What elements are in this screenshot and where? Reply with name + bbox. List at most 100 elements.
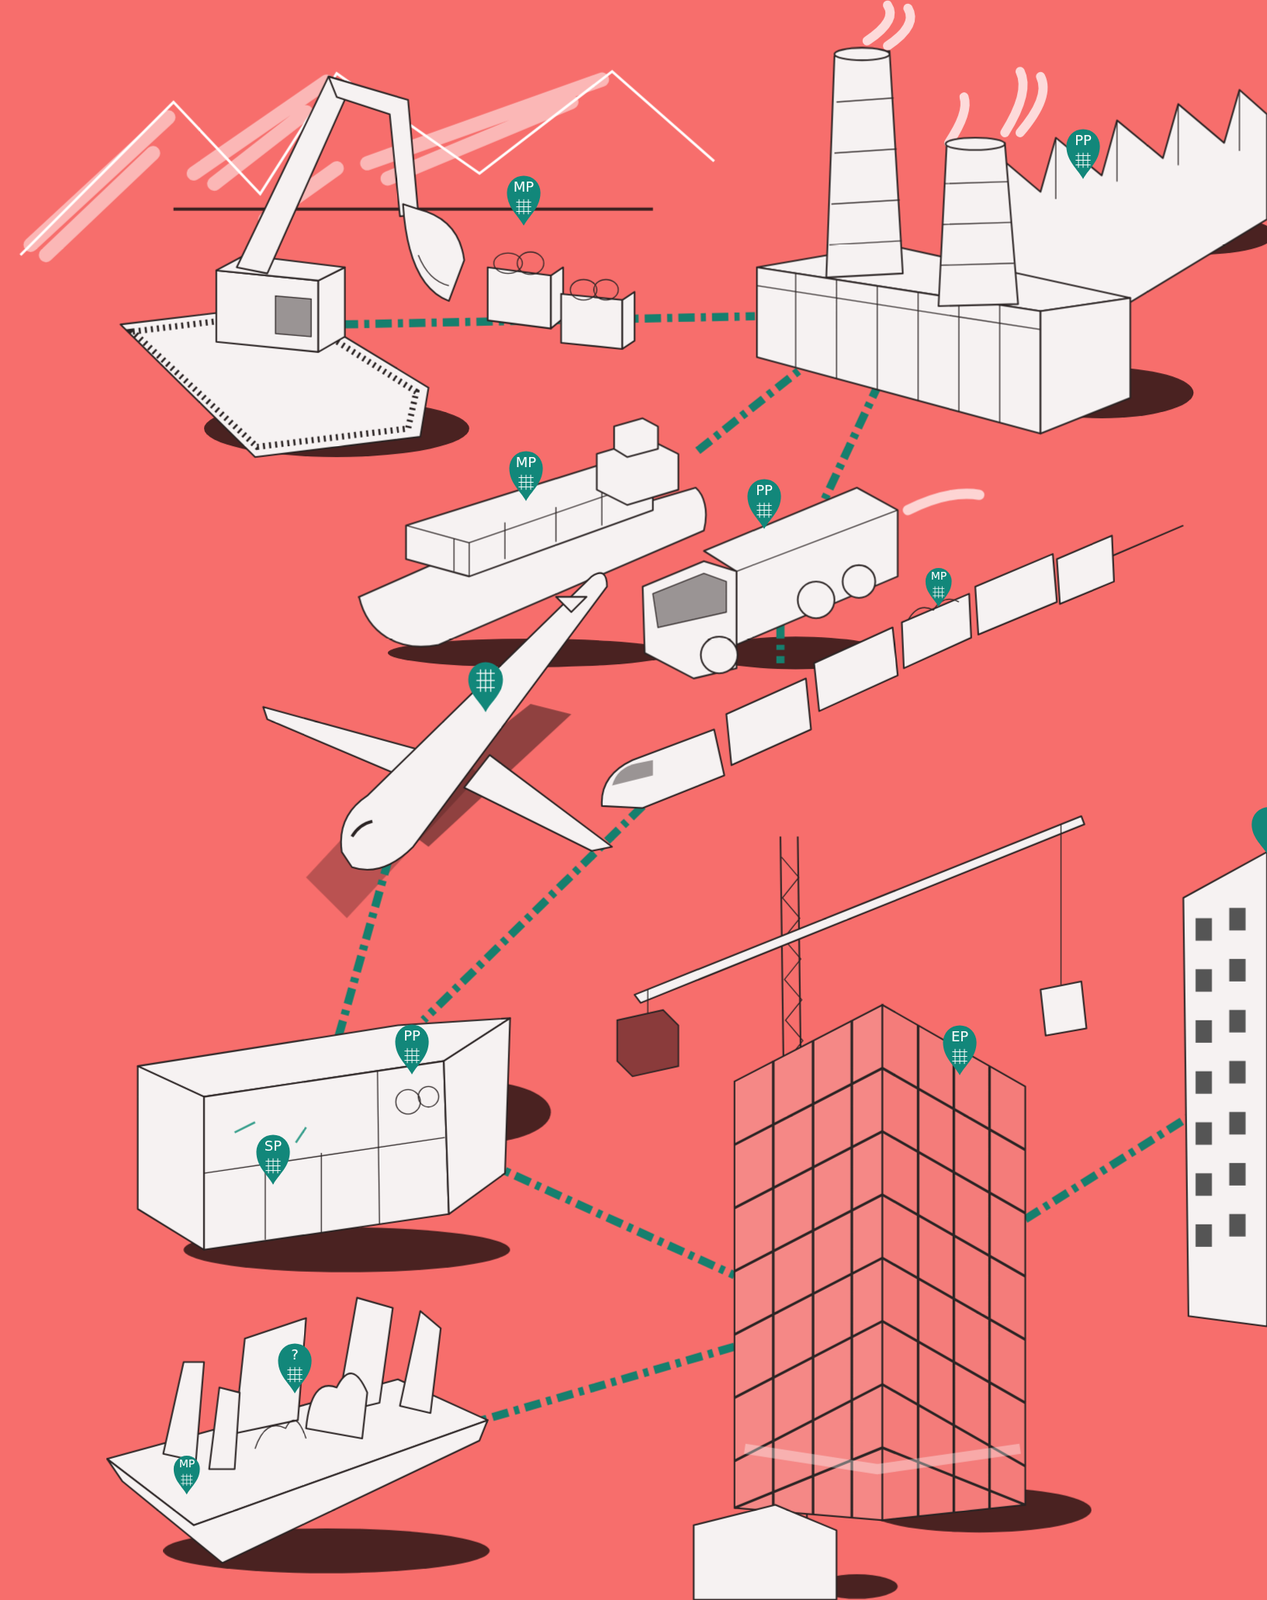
factory-part [938, 142, 1019, 306]
airplane-part [341, 572, 608, 869]
plain-markers-part [476, 669, 496, 693]
train-part [813, 627, 898, 712]
warehouse-part [418, 1086, 439, 1107]
train-part [907, 598, 959, 620]
factory-part [834, 48, 890, 61]
dashed-routes-part [453, 1346, 735, 1429]
marker-code: MP [924, 570, 953, 582]
airplane-part [556, 596, 587, 613]
crane-part [616, 1010, 679, 1077]
grid-icon [951, 1048, 967, 1064]
factory [757, 5, 1267, 434]
material-boxes-part [622, 291, 635, 350]
marker-code: PP [393, 1028, 431, 1044]
excavator [120, 76, 464, 457]
building-under-construction-part [693, 1504, 837, 1600]
train-part [975, 553, 1057, 635]
warehouse [137, 1017, 510, 1250]
neighbour-building-part [1195, 907, 1246, 1247]
material-boxes-part [487, 266, 551, 329]
warehouse-part [395, 1089, 421, 1115]
material-boxes [487, 252, 634, 350]
skip-container-part [399, 1311, 441, 1413]
factory-part [940, 181, 1015, 266]
grid-icon [265, 1158, 281, 1174]
excavator-part [328, 76, 419, 217]
plain-markers-part [467, 661, 503, 712]
train-part [1056, 535, 1115, 604]
dashed-routes-part [423, 806, 644, 1021]
factory-part [826, 51, 904, 278]
container-ship-part [614, 418, 659, 457]
train-part [612, 760, 654, 786]
marker-code: ? [276, 1346, 314, 1363]
excavator-part [275, 295, 312, 337]
location-marker: PP [1064, 127, 1102, 181]
plain-markers [467, 661, 1267, 857]
truck-part [797, 581, 835, 618]
mountains [20, 71, 714, 256]
grid-icon [518, 474, 534, 490]
train-part [726, 678, 811, 766]
building-under-construction-part [734, 1020, 1026, 1517]
excavator-part [418, 255, 449, 286]
location-marker: PP [393, 1022, 431, 1076]
airplane-part [352, 820, 373, 837]
dashed-routes-part [693, 356, 817, 454]
dashed-routes-part [776, 622, 786, 664]
material-boxes-part [593, 279, 619, 300]
skip-container-part [107, 1419, 488, 1563]
material-boxes-part [493, 252, 523, 274]
dashed-routes-part [823, 382, 880, 500]
factory-part [979, 90, 1267, 305]
train-part [901, 593, 971, 669]
truck-part [700, 636, 738, 673]
excavator-part [402, 204, 464, 302]
excavator-part [216, 270, 319, 352]
airplane-part [463, 754, 613, 852]
skip-container-part [255, 1419, 307, 1449]
warehouse-part [137, 1066, 204, 1250]
warehouse-part [204, 1071, 445, 1240]
crane-part [647, 823, 1061, 1015]
location-marker: ? [276, 1341, 314, 1395]
skip-container [107, 1297, 488, 1563]
mountains-part [20, 71, 714, 256]
material-boxes-part [517, 252, 544, 275]
grid-icon [287, 1367, 302, 1382]
excavator-part [216, 255, 346, 281]
truck [642, 487, 980, 679]
neighbour-building-part [1183, 851, 1267, 1326]
train [602, 525, 1184, 808]
location-marker: MP [172, 1453, 201, 1496]
marker-code: MP [507, 454, 545, 471]
neighbour-building [1183, 851, 1267, 1326]
warehouse-part [204, 1060, 450, 1250]
marker-code: SP [254, 1138, 292, 1154]
location-marker: MP [924, 566, 953, 608]
truck-part [842, 564, 876, 598]
skip-container-part [209, 1387, 240, 1469]
location-marker: MP [507, 449, 545, 502]
grid-icon [515, 199, 531, 215]
supply-chain-illustration-part [20, 5, 1267, 1600]
truck-part [907, 493, 980, 510]
factory-part [994, 90, 1240, 215]
marker-code: EP [941, 1028, 979, 1045]
factory-part [945, 137, 1005, 150]
marker-code: MP [505, 179, 543, 195]
location-marker: PP [745, 477, 783, 530]
location-marker: SP [254, 1132, 292, 1186]
excavator-part [318, 266, 345, 352]
train-part [602, 729, 725, 808]
crane-part [1040, 981, 1087, 1036]
grid-icon [404, 1048, 419, 1063]
warehouse-part [443, 1017, 510, 1214]
building-under-construction [693, 1004, 1025, 1600]
building-under-construction-part [734, 1004, 883, 1520]
airplane [263, 572, 613, 869]
